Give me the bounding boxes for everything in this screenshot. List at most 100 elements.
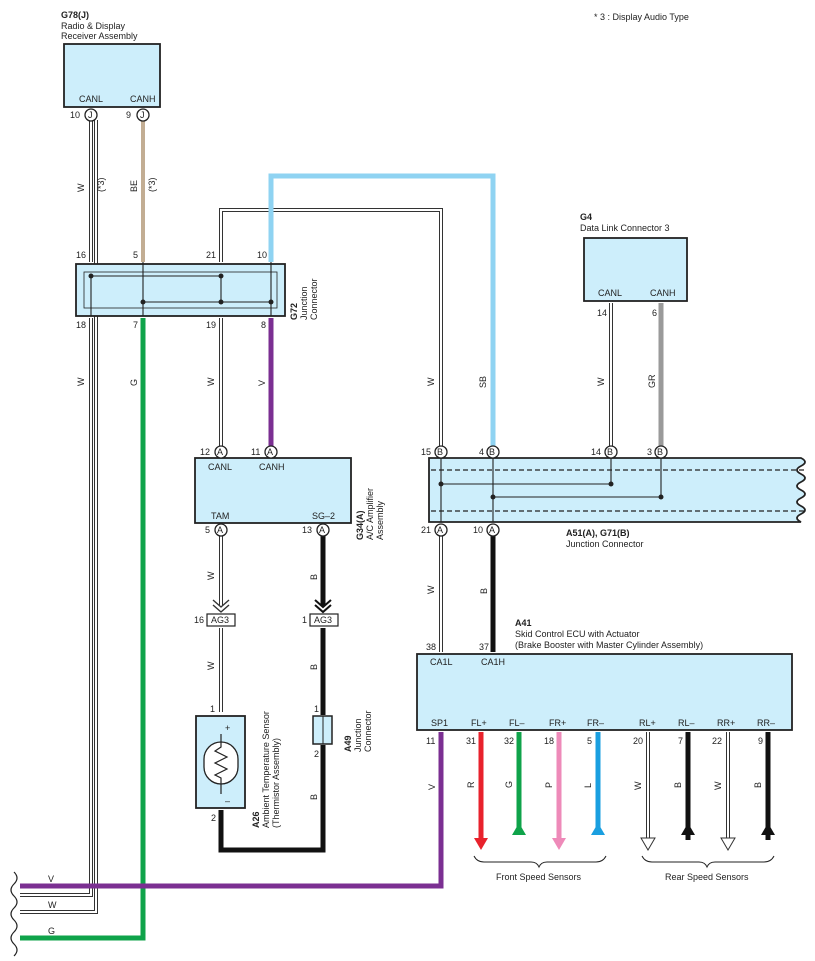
pin-a41-5: 5 <box>587 736 592 746</box>
g34-connector-11 <box>264 445 278 459</box>
a51-pins: B B B B A A <box>434 445 668 537</box>
a41-pin-ca1h: CA1H <box>481 657 505 667</box>
a51-conn-a2: A <box>489 525 495 535</box>
g34-connector-5 <box>214 523 228 537</box>
g78-name1: Radio & Display <box>61 21 126 31</box>
a26-code: A26 <box>251 811 261 828</box>
a41-pin-sp1: SP1 <box>431 718 448 728</box>
pin-g72-10: 10 <box>257 250 267 260</box>
g34-pin-sg2: SG–2 <box>312 511 335 521</box>
pin-a51-14: 14 <box>591 447 601 457</box>
pin-a41-32: 32 <box>504 736 514 746</box>
g34-conn-a2: A <box>267 447 273 457</box>
g34-conn-a4: A <box>319 525 325 535</box>
g72-box <box>75 263 286 317</box>
wl-v-g72-8: V <box>257 380 267 386</box>
a26-name1: Ambient Temperature Sensor <box>261 711 271 828</box>
a41-name2: (Brake Booster with Master Cylinder Asse… <box>515 640 703 650</box>
a51-conn-b2: B <box>489 447 495 457</box>
pin-9-g78: 9 <box>126 110 131 120</box>
pin-a51-4: 4 <box>479 447 484 457</box>
pin-g34-5: 5 <box>205 525 210 535</box>
wl-be: BE <box>129 180 139 192</box>
pin-g72-5: 5 <box>133 250 138 260</box>
a41-box <box>416 653 793 731</box>
g78-conn-j1: J <box>88 110 93 120</box>
ag3-label-left: AG3 <box>211 615 229 625</box>
g34-code: G34(A) <box>355 510 365 540</box>
a41-code: A41 <box>515 618 532 628</box>
g72-name2: Connector <box>309 278 319 320</box>
wl-gr: GR <box>647 374 657 388</box>
pin-a51-15: 15 <box>421 447 431 457</box>
wl-star1: (*3) <box>96 177 106 192</box>
pin-a41-38: 38 <box>426 642 436 652</box>
wl-b-ag3: B <box>309 664 319 670</box>
pin-g72-16: 16 <box>76 250 86 260</box>
a51-code: A51(A), G71(B) <box>566 528 630 538</box>
a51-conn-b3: B <box>607 447 613 457</box>
wl-w-tam: W <box>206 571 216 580</box>
g34-pin-tam: TAM <box>211 511 229 521</box>
a51-conn-b4: B <box>657 447 663 457</box>
a41-pin-rlp: RL+ <box>639 718 656 728</box>
white-wires <box>20 120 730 914</box>
wire-v-sp1 <box>20 732 444 889</box>
wl-r: R <box>466 781 476 788</box>
pin-ag3-16: 16 <box>194 615 204 625</box>
a41-pin-flm: FL– <box>509 718 525 728</box>
wl-w1: W <box>76 183 86 192</box>
pin-a41-37: 37 <box>479 642 489 652</box>
a51-conn-a1: A <box>437 525 443 535</box>
pin-a41-9: 9 <box>758 736 763 746</box>
a41-pin-rrp: RR+ <box>717 718 735 728</box>
pin-g72-8: 8 <box>261 320 266 330</box>
a49-name1: Junction <box>353 718 363 752</box>
wl-bottom-v: V <box>48 874 54 884</box>
wire-g <box>20 318 146 941</box>
ag3-label-right: AG3 <box>314 615 332 625</box>
wire-b-a49 <box>218 745 326 853</box>
g78-name2: Receiver Assembly <box>61 31 138 41</box>
g34-name1: A/C Amplifier <box>365 488 375 540</box>
pin-a41-7: 7 <box>678 736 683 746</box>
g72-name1: Junction <box>299 286 309 320</box>
g34-conn-a1: A <box>217 447 223 457</box>
pin-a51-3: 3 <box>647 447 652 457</box>
pin-a41-20: 20 <box>633 736 643 746</box>
pin-a41-11: 11 <box>426 736 435 746</box>
wl-star2: (*3) <box>147 177 157 192</box>
wl-w-g72-19: W <box>206 377 216 386</box>
pin-g34-11: 11 <box>251 447 260 457</box>
pin-g72-19: 19 <box>206 320 216 330</box>
wire-sb <box>268 173 496 446</box>
wl-b-rr: B <box>753 782 763 788</box>
g78-connector-j-1 <box>84 108 98 122</box>
front-speed-sensors: Front Speed Sensors <box>496 872 582 882</box>
pin-a26-1: 1 <box>210 704 215 714</box>
wl-p: P <box>544 782 554 788</box>
g34-connector-12 <box>214 445 228 459</box>
pin-a41-18: 18 <box>544 736 554 746</box>
g4-code: G4 <box>580 212 592 222</box>
wire-break-marks <box>10 871 18 957</box>
g78-pin-canl: CANL <box>79 94 103 104</box>
pin-a26-2: 2 <box>211 813 216 823</box>
pin-g72-21: 21 <box>206 250 216 260</box>
pin-ag3-1: 1 <box>302 615 307 625</box>
front-brace <box>473 855 607 869</box>
sensor-arrows <box>474 823 775 851</box>
a51-box <box>428 457 806 523</box>
a26-name2: (Thermistor Assembly) <box>271 738 281 828</box>
pin-a49-1: 1 <box>314 704 319 714</box>
a41-pin-rlm: RL– <box>678 718 695 728</box>
g78-conn-j2: J <box>140 110 145 120</box>
pin-g4-14: 14 <box>597 308 607 318</box>
g72-code: G72 <box>289 303 299 320</box>
rear-speed-sensors: Rear Speed Sensors <box>665 872 749 882</box>
a41-pin-rrm: RR– <box>757 718 775 728</box>
wl-sb: SB <box>478 376 488 388</box>
wl-w-g4: W <box>596 377 606 386</box>
a26-plus: + <box>225 723 230 733</box>
wl-b-a49: B <box>309 794 319 800</box>
